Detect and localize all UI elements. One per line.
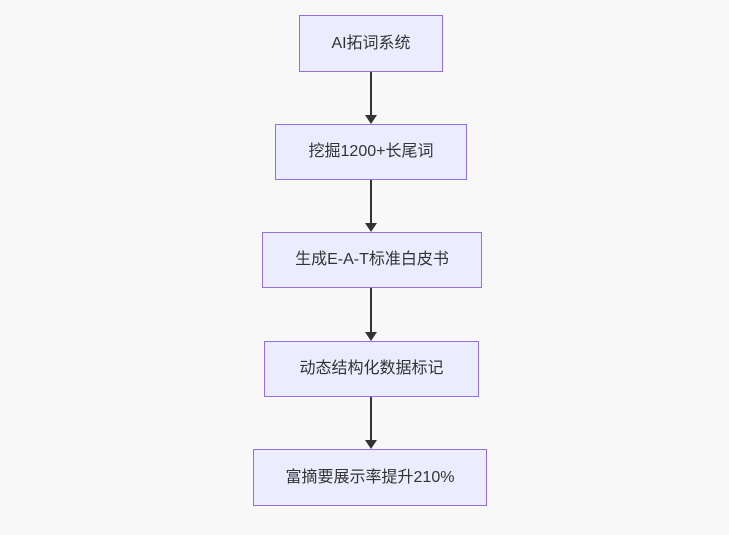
- flow-node-rich-snippet-rate-increase: 富摘要展示率提升210%: [253, 449, 487, 506]
- edge-line: [370, 288, 372, 333]
- edge-node1-node2: [365, 72, 377, 124]
- arrowhead-down-icon: [365, 440, 377, 449]
- arrowhead-down-icon: [365, 115, 377, 124]
- edge-node3-node4: [365, 288, 377, 341]
- edge-line: [370, 397, 372, 441]
- edge-line: [370, 180, 372, 224]
- flow-node-dynamic-structured-data-markup: 动态结构化数据标记: [264, 341, 479, 397]
- arrowhead-down-icon: [365, 332, 377, 341]
- flow-node-ai-word-expansion-system: AI拓词系统: [299, 15, 443, 72]
- edge-line: [370, 72, 372, 116]
- edge-node4-node5: [365, 397, 377, 449]
- edge-node2-node3: [365, 180, 377, 232]
- flow-node-mine-longtail-keywords: 挖掘1200+长尾词: [275, 124, 467, 180]
- arrowhead-down-icon: [365, 223, 377, 232]
- flow-node-generate-eat-whitepaper: 生成E-A-T标准白皮书: [262, 232, 482, 288]
